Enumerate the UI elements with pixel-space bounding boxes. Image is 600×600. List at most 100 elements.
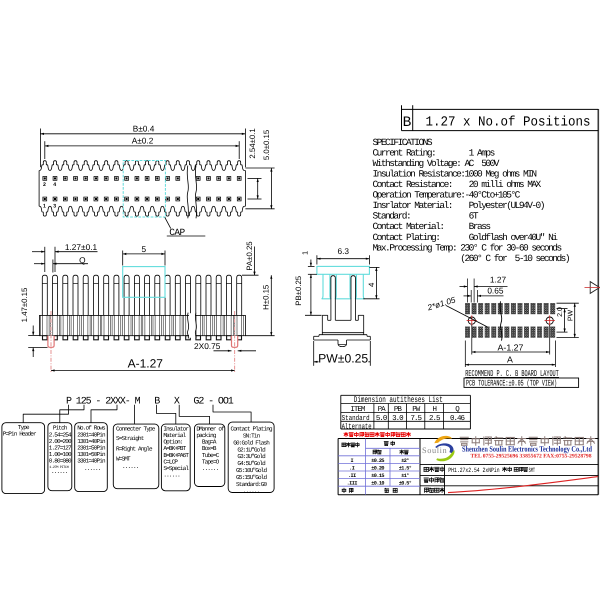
svg-text:1.27: 1.27 [490,274,507,284]
svg-text:0.65: 0.65 [487,286,504,296]
svg-text:......: ...... [122,463,139,470]
svg-text:ITEM: ITEM [350,406,366,414]
svg-text:S=Straight: S=Straight [116,435,144,442]
svg-text:Current Rating: 1 Amps: Current Rating: 1 Amps [373,147,495,158]
svg-text:Contact Resistance: 20 mill: Contact Resistance: 20 milli ohms MAX [373,179,542,190]
svg-text:PW±0.25: PW±0.25 [318,351,368,365]
svg-text:2.5: 2.5 [429,414,441,423]
svg-text:Q: Q [79,255,86,265]
svg-text:1.27±0.1: 1.27±0.1 [65,242,98,252]
svg-text:0.80=080: 0.80=080 [49,458,72,465]
svg-text:H±0.15: H±0.15 [262,284,271,310]
svg-text:3.0: 3.0 [392,414,404,423]
svg-text:......: ...... [163,472,180,479]
svg-text:RECOMMEND P. C. B BOARD LAYOUT: RECOMMEND P. C. B BOARD LAYOUT [465,369,559,379]
svg-text:Dimension autitheses List: Dimension autitheses List [354,395,443,405]
svg-text:5.0±0.15: 5.0±0.15 [262,129,271,160]
svg-text:1.47±0.15: 1.47±0.15 [20,287,29,322]
svg-text:Tube=C: Tube=C [196,452,219,459]
svg-text:Alternate: Alternate [342,422,372,431]
svg-text:Bag=A: Bag=A [196,439,217,446]
svg-text:Connecter Type: Connecter Type [116,426,156,433]
svg-text:PB: PB [394,406,403,414]
svg-text:.II: .II [348,473,356,479]
svg-text:B=BK+PA6T: B=BK+PA6T [163,452,189,459]
svg-text:......: ...... [243,488,260,495]
svg-text:......: ...... [196,465,218,472]
svg-text:......: ...... [51,468,68,475]
svg-text:2301=40Pin: 2301=40Pin [77,432,106,439]
svg-text:3: 3 [53,204,56,210]
svg-text:SMT: SMT [529,467,536,474]
svg-text:6.3: 6.3 [338,246,350,256]
svg-text:.I: .I [349,465,355,471]
svg-text:±0.25: ±0.25 [371,458,384,464]
svg-text:4: 4 [367,282,376,287]
svg-text:PA: PA [378,406,387,414]
svg-text:PW: PW [567,309,574,321]
svg-text:4: 4 [53,182,56,188]
svg-text:G0:Gold Flash: G0:Gold Flash [233,439,270,446]
svg-text:1301=40Pin: 1301=40Pin [77,438,106,445]
svg-text:Standard: 6T: Standard: 6T [373,211,479,222]
svg-text:CAP: CAP [169,227,185,238]
svg-text:PW: PW [412,406,421,414]
svg-text:2.54=254: 2.54=254 [49,432,72,439]
svg-text:TEL 0755-29525696 33855672 FAX: TEL 0755-29525696 33855672 FAX:0755-2952… [471,453,592,459]
svg-text:Insrlator Material: Polyest: Insrlator Material: Polyester(UL94V-0) [373,200,545,211]
svg-text:Contact Plating: Contact Plating [230,426,273,433]
svg-text:5: 5 [141,244,146,254]
svg-text:1: 1 [301,251,310,255]
svg-text:I: I [350,458,353,464]
svg-text:Standard: Standard [342,414,370,423]
svg-text:Soulin: Soulin [422,446,448,455]
svg-text:S=Special: S=Special [163,465,189,472]
svg-text:B±0.4: B±0.4 [133,124,155,134]
svg-text:DManner of: DManner of [196,425,225,432]
svg-text:Insulator: Insulator [163,425,189,432]
svg-text:PCB TOLERANCE:±0.05 (TOP VIEW): PCB TOLERANCE:±0.05 (TOP VIEW) [466,378,557,388]
svg-text:......: ...... [84,465,101,472]
svg-text:Contact Plating: Goldfla: Contact Plating: Goldflash over40U" Ni [373,232,559,243]
svg-text:2.54±0.1: 2.54±0.1 [248,128,257,158]
svg-text:C=LCP: C=LCP [163,458,178,465]
svg-text:Box=B: Box=B [196,445,217,452]
svg-text:±0.10: ±0.10 [371,481,384,487]
svg-text:A-1.27: A-1.27 [498,342,524,352]
svg-text:G2:1U"Gold: G2:1U"Gold [237,446,266,453]
svg-text:Standard:G0: Standard:G0 [236,481,268,488]
svg-text:2X0.75: 2X0.75 [194,341,221,351]
svg-text:1: 1 [43,204,46,210]
svg-text:H: H [432,406,436,414]
svg-text:±1.5°: ±1.5° [399,465,412,471]
svg-text:PA±0.25: PA±0.25 [245,241,254,271]
svg-text:No.of Rows: No.of Rows [77,424,106,431]
svg-text:A±0.2: A±0.2 [132,136,154,146]
svg-text:Max.Processing Temp: 230° C fo: Max.Processing Temp: 230° C for 30-60 se… [373,242,562,253]
svg-text:±2°: ±2° [401,458,409,464]
svg-text:G5:15U"Gold: G5:15U"Gold [236,474,268,481]
svg-text:Insulation Resistance:1000 Meg: Insulation Resistance:1000 Meg ohms MIN [373,169,537,180]
svg-text:.III: .III [347,481,358,487]
svg-text:Type: Type [18,424,30,431]
svg-text:A-1.27: A-1.27 [128,357,164,371]
svg-text:R=Right Angle: R=Right Angle [116,445,153,452]
svg-text:±1°: ±1° [401,473,409,479]
svg-text:packing: packing [196,432,217,439]
svg-text:Operation Temperature:-40°Cto+: Operation Temperature:-40°Cto+105°C [373,190,521,201]
svg-text:G3:3U"Gold: G3:3U"Gold [237,453,266,460]
svg-text:7.5: 7.5 [410,415,422,423]
svg-text:P=Pin Header: P=Pin Header [3,431,37,438]
svg-text:A: A [507,355,513,365]
svg-text:PH1.27x2.54 2xNPin: PH1.27x2.54 2xNPin [448,467,499,474]
svg-text:(260° C for 5-10 seconds): (260° C for 5-10 seconds) [373,253,570,264]
svg-text:±0.20: ±0.20 [371,465,384,471]
svg-text:1.00=100: 1.00=100 [49,451,72,458]
svg-text:±0.15: ±0.15 [371,473,384,479]
svg-text:P 125 - 2XXX- M B X G2 -: P 125 - 2XXX- M B X G2 - OO1 [66,396,234,407]
svg-text:1.27=127: 1.27=127 [49,445,72,452]
svg-text:2301=50Pin: 2301=50Pin [77,445,106,452]
svg-text:0.46: 0.46 [450,414,466,423]
svg-text:Withstanding Voltage: AC 500V: Withstanding Voltage: AC 500V [373,158,500,169]
svg-text:Material: Material [163,432,186,439]
